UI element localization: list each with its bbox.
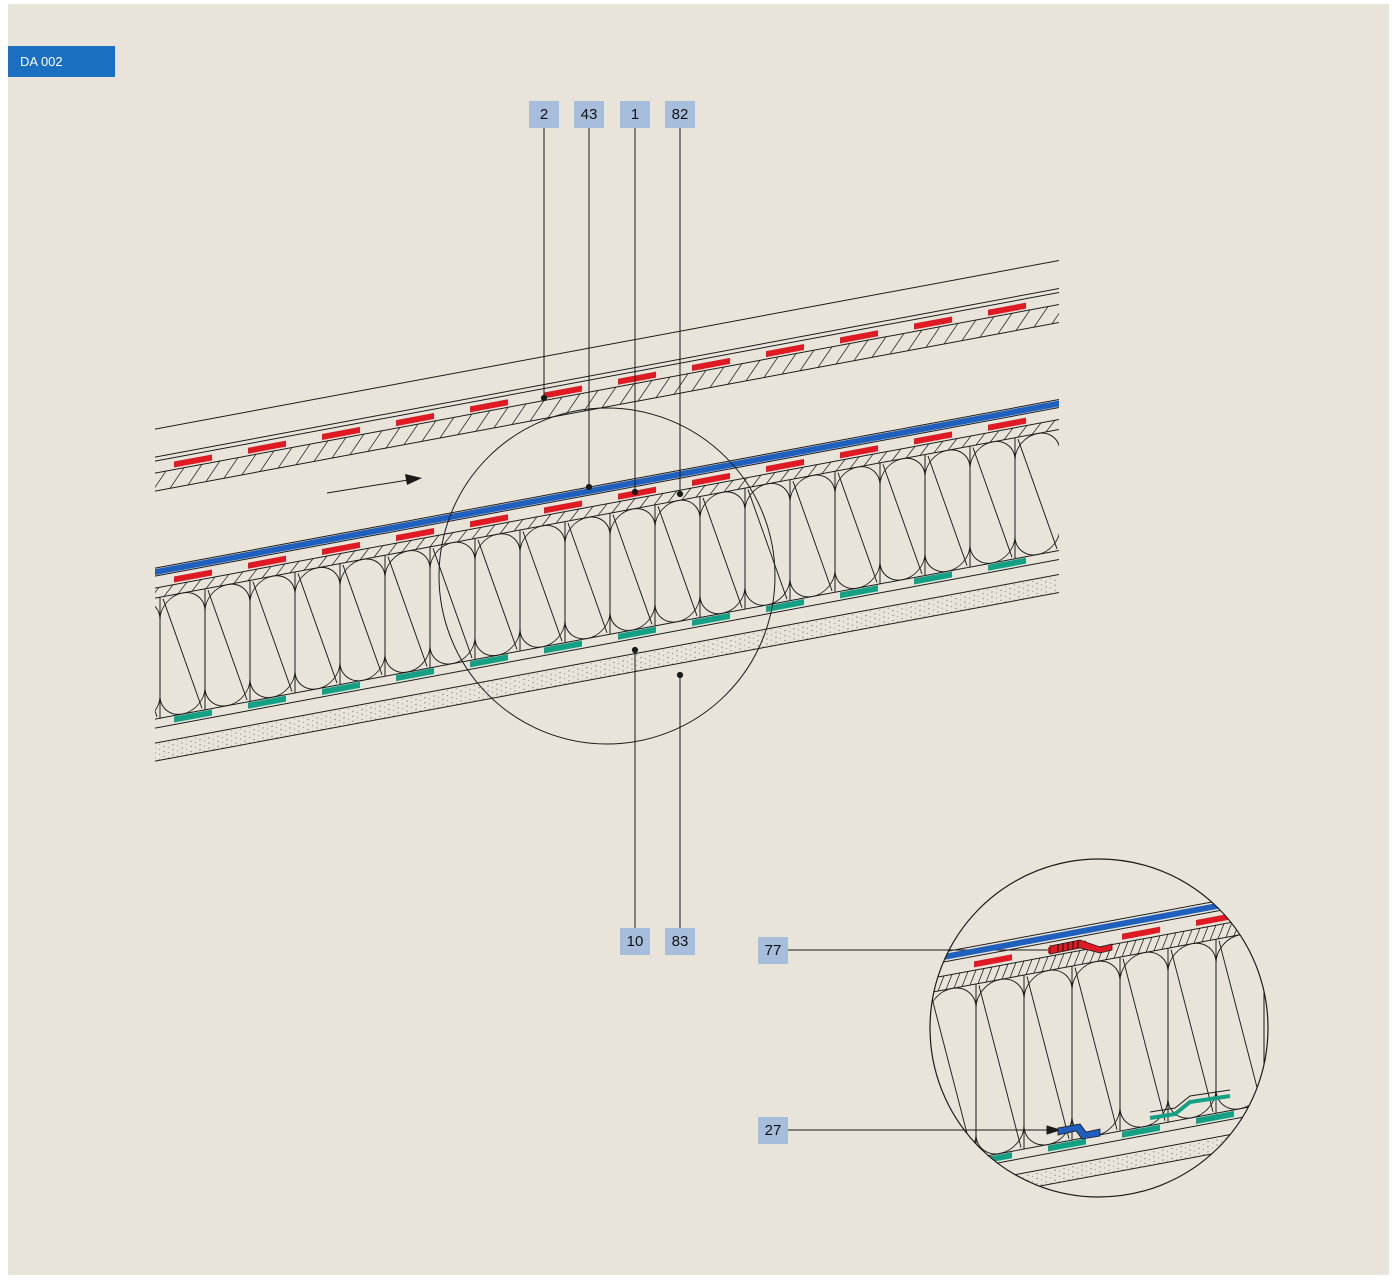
top-layer-line [155, 296, 1059, 484]
leader-lines [540, 126, 1065, 1135]
teal-dash-layer [930, 1098, 1268, 1180]
drawing-code-tag: DA 002 [8, 46, 115, 77]
layer-line [155, 399, 1059, 587]
detail-circle [929, 858, 1269, 1198]
label-box-detail-2: 27 [758, 1117, 788, 1144]
label-box-bottom-2: 83 [665, 928, 695, 955]
layer-line [930, 1137, 1268, 1197]
red-dash-layer [155, 403, 1059, 597]
blue-membrane [155, 392, 1059, 586]
detail-enlargement [930, 885, 1268, 1197]
label-box-bottom-1: 10 [620, 928, 650, 955]
layer-line [155, 542, 1059, 730]
airflow-arrow [326, 474, 422, 494]
red-dash-layer [930, 900, 1268, 982]
layer-line [155, 421, 1059, 609]
top-layer-line [155, 284, 1059, 472]
insulation-layer [155, 429, 1059, 727]
gypsum-board [155, 566, 1059, 772]
label-box-top-4: 82 [665, 101, 695, 128]
hatch-layer [155, 420, 1056, 600]
layer-line [155, 411, 1059, 599]
layer-line [155, 391, 1059, 579]
layer-line [155, 584, 1059, 772]
label-box-top-3: 1 [620, 101, 650, 128]
detail-marker-circle [438, 407, 776, 745]
label-box-detail-1: 77 [758, 937, 788, 964]
layer-line [155, 551, 1059, 739]
overlap-joint [1049, 939, 1113, 955]
layer-line [155, 566, 1059, 754]
red-dash-layer [155, 288, 1059, 482]
vapour-barrier-joint [1057, 1089, 1231, 1140]
main-section [155, 260, 1059, 772]
drawing-frame [8, 4, 1389, 1275]
cover-line [155, 260, 1059, 440]
hatch-layer [155, 303, 1059, 492]
blue-membrane [930, 887, 1268, 969]
teal-dash-layer [155, 543, 1059, 737]
label-box-top-2: 43 [574, 101, 604, 128]
top-layer-line [155, 280, 1059, 468]
label-box-top-1: 2 [529, 101, 559, 128]
